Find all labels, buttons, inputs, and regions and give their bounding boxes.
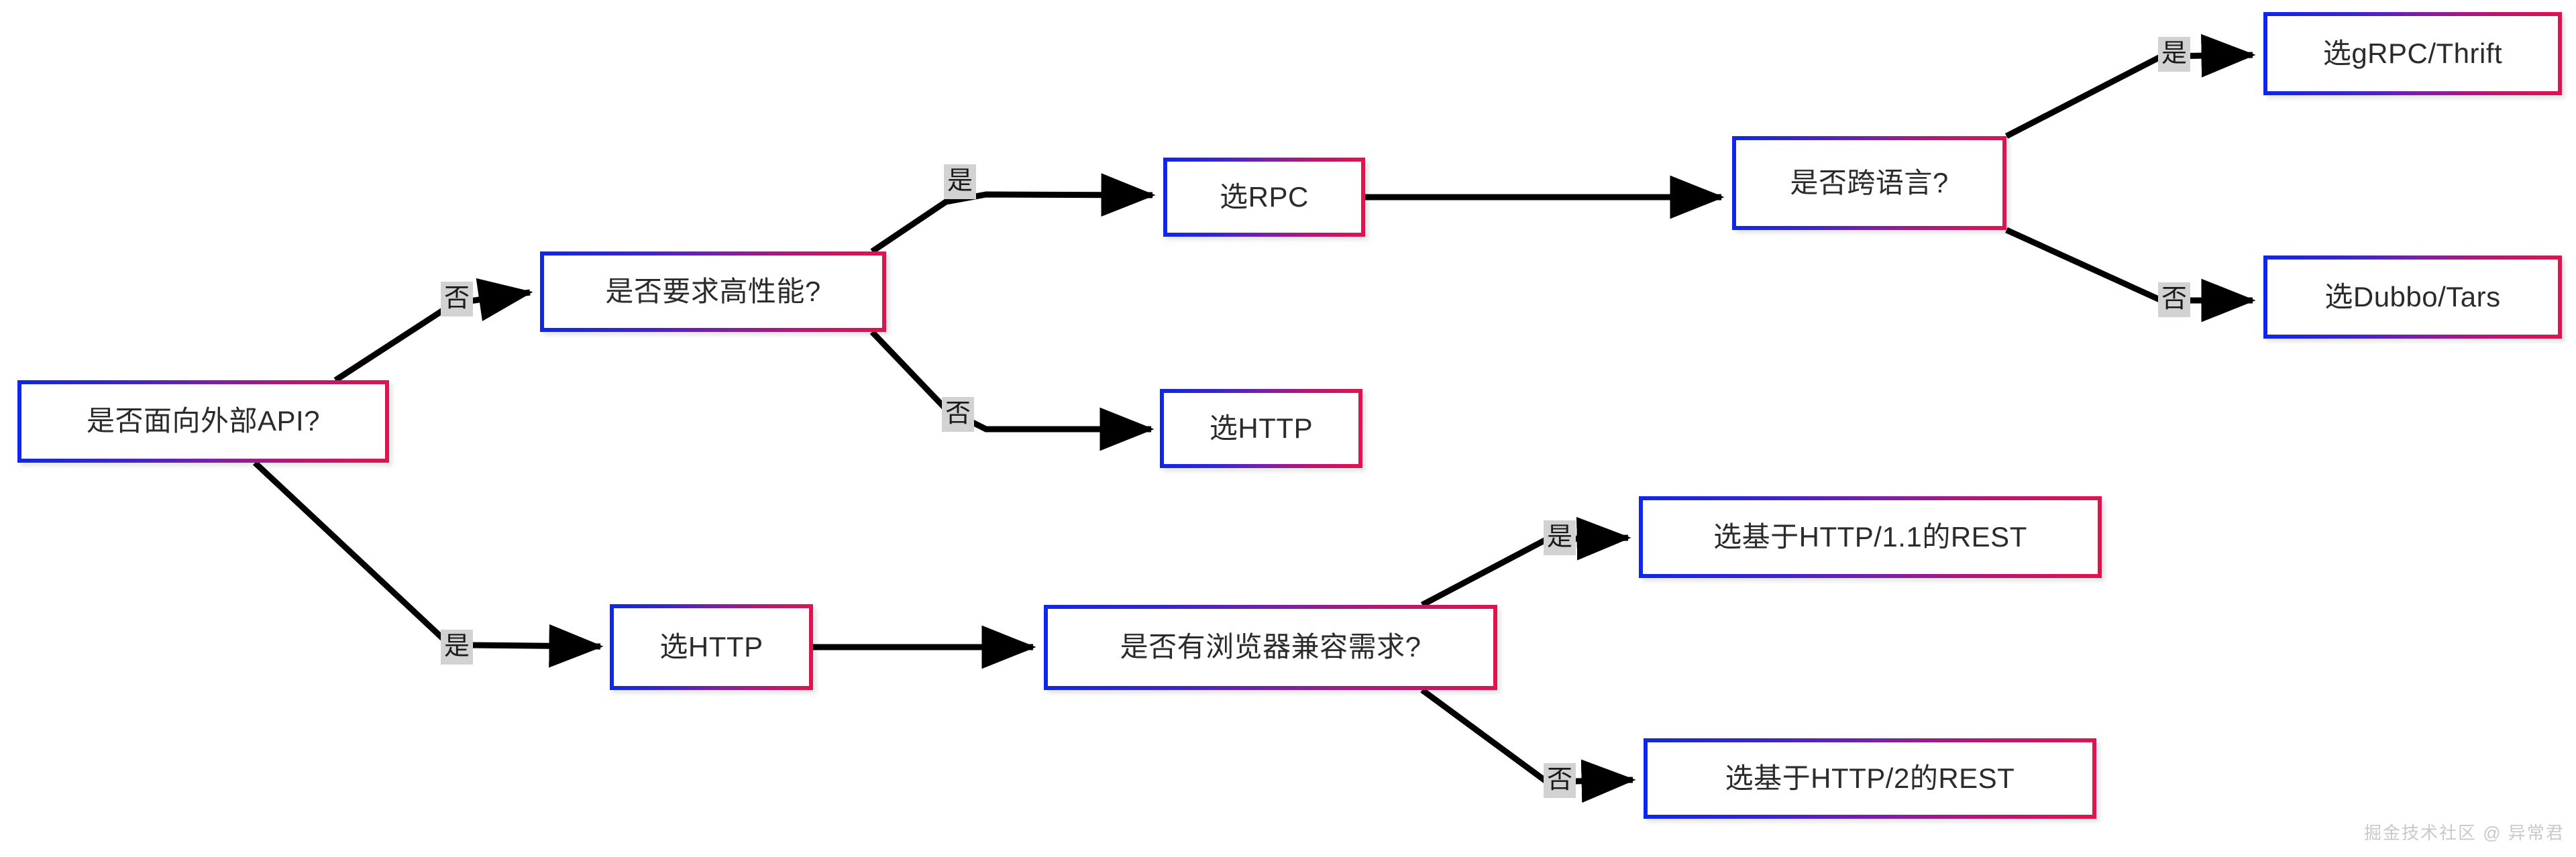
node-label: 是否跨语言? — [1790, 166, 1949, 198]
node-decision-browser-compat[interactable]: 是否有浏览器兼容需求? — [1044, 605, 1497, 690]
node-result-grpc-thrift[interactable]: 选gRPC/Thrift — [2263, 12, 2562, 95]
node-label: 是否要求高性能? — [605, 275, 821, 307]
edge-n1-n3 — [869, 329, 1155, 451]
edge-label-yes-cross-language: 是 — [2158, 37, 2191, 72]
node-label: 选基于HTTP/2的REST — [1725, 762, 2015, 794]
edge-label-no-high-performance: 否 — [942, 397, 975, 432]
node-decision-high-performance[interactable]: 是否要求高性能? — [540, 251, 886, 332]
edge-n0-n7 — [252, 460, 604, 668]
edge-n8-n9 — [1420, 516, 1631, 608]
edge-n4-n6 — [2005, 227, 2256, 323]
node-result-http-lower[interactable]: 选HTTP — [610, 604, 813, 690]
edge-n0-n1 — [333, 278, 533, 383]
node-label: 选HTTP — [659, 630, 763, 663]
node-label: 是否有浏览器兼容需求? — [1120, 631, 1421, 663]
edge-label-no-browser-compat: 否 — [1544, 763, 1576, 798]
edge-label-no-external-api: 否 — [441, 282, 474, 317]
node-label: 选Dubbo/Tars — [2324, 280, 2501, 312]
node-decision-external-api[interactable]: 是否面向外部API? — [17, 380, 389, 463]
node-result-rest-http11[interactable]: 选基于HTTP/1.1的REST — [1639, 496, 2102, 578]
node-result-rpc[interactable]: 选RPC — [1163, 158, 1365, 237]
edge-label-yes-high-performance: 是 — [944, 164, 977, 199]
node-label: 选RPC — [1220, 180, 1309, 213]
node-label: 选gRPC/Thrift — [2322, 37, 2503, 69]
node-decision-cross-language[interactable]: 是否跨语言? — [1732, 136, 2006, 230]
edge-label-yes-browser-compat: 是 — [1544, 520, 1576, 555]
edge-label-no-cross-language: 否 — [2158, 282, 2191, 317]
edge-n8-n10 — [1420, 687, 1636, 803]
edge-label-yes-external-api: 是 — [441, 630, 474, 665]
node-label: 选基于HTTP/1.1的REST — [1713, 520, 2027, 553]
node-label: 是否面向外部API? — [86, 405, 321, 437]
edge-n1-n2 — [870, 173, 1156, 254]
watermark: 掘金技术社区 @ 异常君 — [2364, 823, 2565, 843]
node-result-http-upper[interactable]: 选HTTP — [1160, 389, 1362, 468]
edge-n4-n5 — [2004, 34, 2256, 139]
node-label: 选HTTP — [1209, 412, 1313, 444]
node-result-dubbo-tars[interactable]: 选Dubbo/Tars — [2263, 255, 2562, 339]
node-result-rest-http2[interactable]: 选基于HTTP/2的REST — [1644, 738, 2096, 819]
